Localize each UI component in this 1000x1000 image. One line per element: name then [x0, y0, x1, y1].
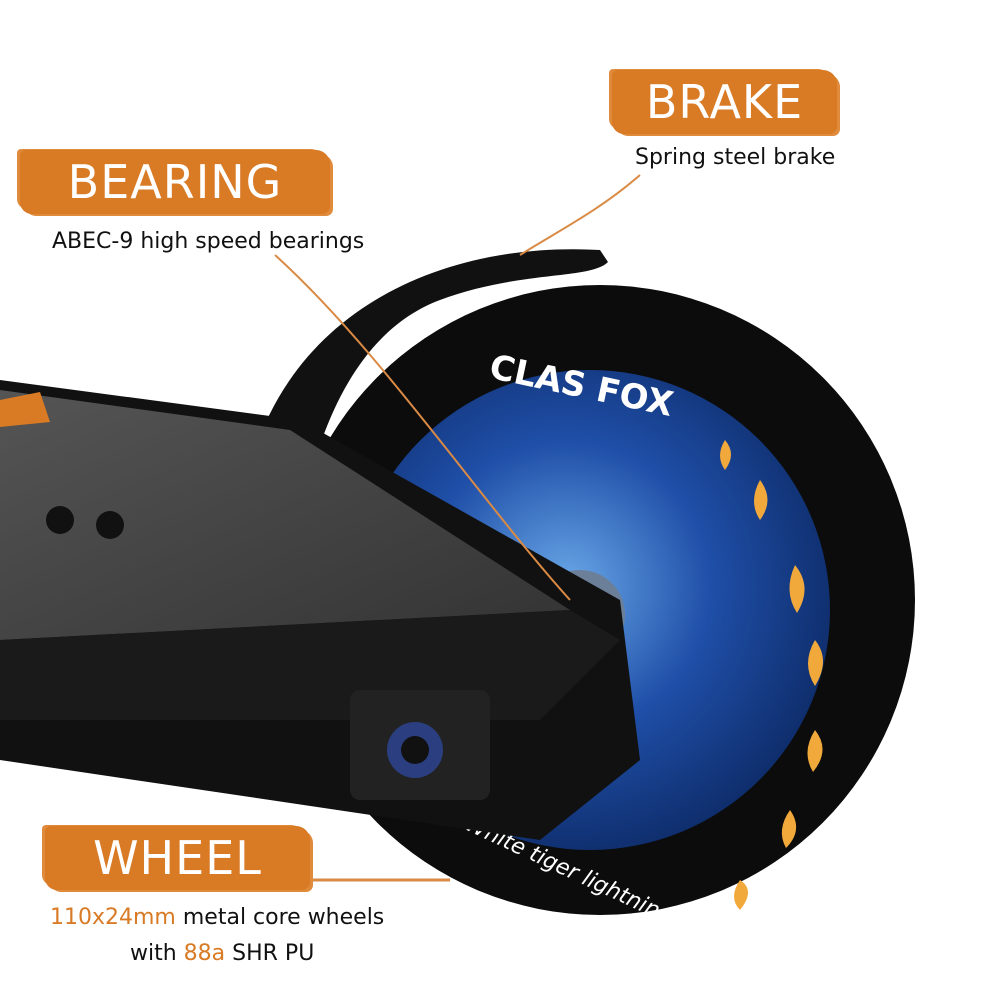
brake-leader-line: [519, 174, 641, 256]
wheel-hardness: 88a: [183, 941, 226, 966]
wheel-with: with: [130, 941, 184, 966]
wheel-desc1: metal core wheels: [175, 905, 385, 930]
flame-graphics: [325, 440, 823, 910]
bearing-leader-line: [274, 254, 571, 601]
wheel-size: 110x24mm: [50, 905, 176, 930]
wheel-label: WHEEL: [45, 826, 310, 890]
bearing-description: ABEC-9 high speed bearings: [52, 229, 365, 254]
wheel-description-line2: with 88a SHR PU: [130, 941, 314, 966]
bearing-label: BEARING: [20, 150, 330, 214]
brake-description: Spring steel brake: [635, 145, 836, 170]
brake-label: BRAKE: [612, 70, 837, 134]
wheel-desc2: SHR PU: [225, 941, 315, 966]
grip-tape: [0, 390, 570, 640]
wheel-description-line1: 110x24mm metal core wheels: [50, 905, 384, 930]
